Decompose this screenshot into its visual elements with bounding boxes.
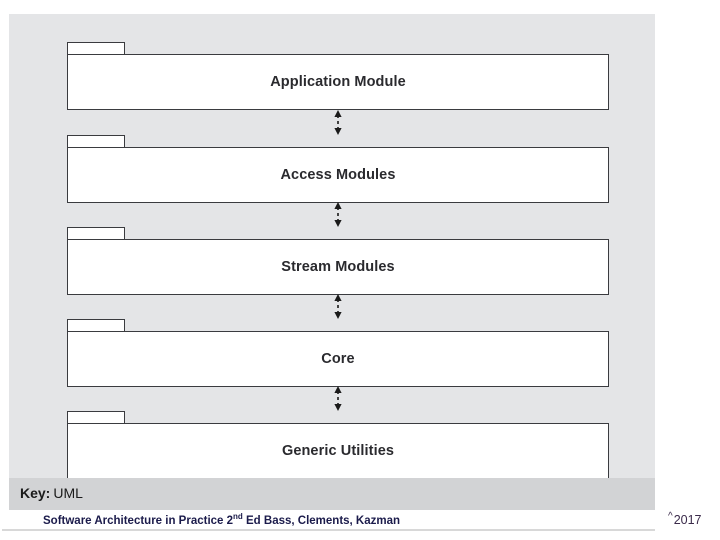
key-label: Key:	[20, 485, 51, 501]
bidirectional-dashed-arrow-icon	[334, 202, 342, 227]
footer-divider	[2, 529, 655, 531]
footer-citation: Software Architecture in Practice 2nd Ed…	[43, 512, 400, 527]
key-text: Key:UML	[20, 485, 83, 501]
package-label: Generic Utilities	[281, 443, 395, 459]
package-body: Core	[67, 331, 609, 387]
bidirectional-dashed-arrow-icon	[334, 386, 342, 411]
connector-application-access	[331, 110, 345, 135]
connector-access-stream	[331, 202, 345, 227]
package-label: Core	[321, 351, 355, 367]
package-label: Stream Modules	[281, 259, 395, 275]
package-tab-icon	[67, 227, 125, 240]
package-tab-icon	[67, 42, 125, 55]
footer-edition-superscript: nd	[233, 512, 243, 521]
footer-year: ^2017	[668, 511, 720, 527]
footer-title-rest: Ed Bass, Clements, Kazman	[242, 514, 401, 527]
bidirectional-dashed-arrow-icon	[334, 294, 342, 319]
package-body: Access Modules	[67, 147, 609, 203]
package-body: Generic Utilities	[67, 423, 609, 479]
footer-title: Software Architecture in Practice 2	[43, 514, 234, 527]
package-tab-icon	[67, 319, 125, 332]
connector-core-generic-utilities	[331, 386, 345, 411]
bidirectional-dashed-arrow-icon	[334, 110, 342, 135]
package-tab-icon	[67, 411, 125, 424]
key-value: UML	[53, 485, 83, 501]
diagram-panel: Application Module Access Modules Stream…	[9, 14, 655, 479]
package-body: Application Module	[67, 54, 609, 110]
package-tab-icon	[67, 135, 125, 148]
package-label: Application Module	[270, 74, 406, 90]
key-band: Key:UML	[9, 478, 655, 510]
connector-stream-core	[331, 294, 345, 319]
package-body: Stream Modules	[67, 239, 609, 295]
copyright-mark: ^	[668, 511, 673, 522]
package-label: Access Modules	[280, 167, 396, 183]
year-value: 2017	[673, 513, 702, 528]
